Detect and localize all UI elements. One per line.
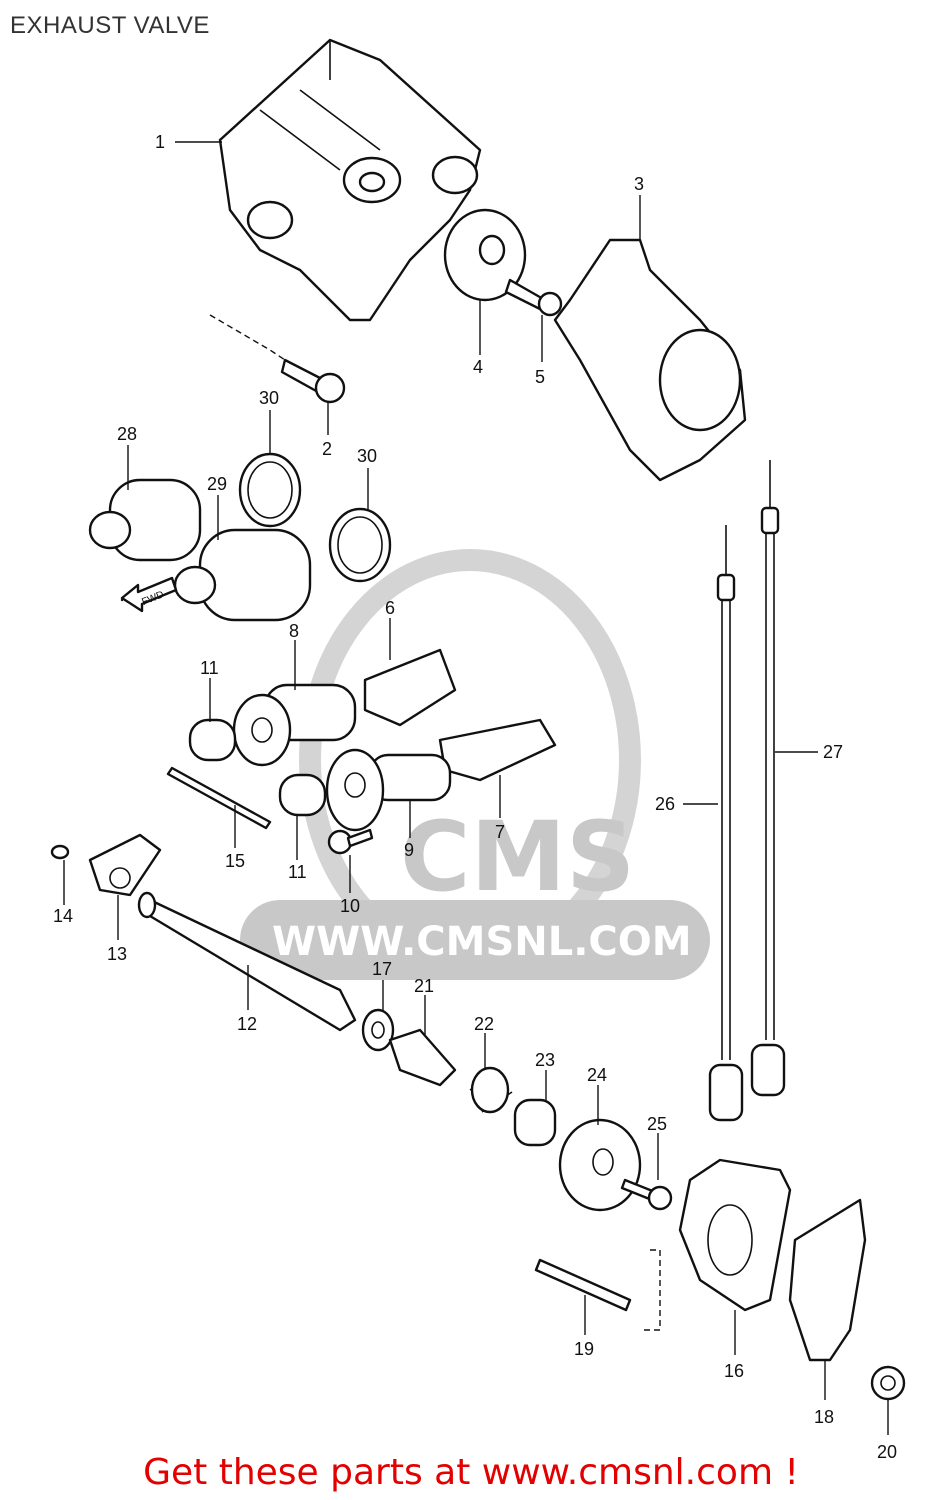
part-27-cable: [750, 460, 786, 1097]
label-part-30b: 30: [357, 446, 377, 466]
label-part-3: 3: [634, 174, 644, 194]
part-15-pin: [166, 766, 272, 830]
part-26-cable: [708, 525, 744, 1122]
part-11-bushings: [188, 718, 327, 817]
part-16-bracket: [678, 1158, 792, 1312]
label-part-2: 2: [322, 439, 332, 459]
part-7-9-valve-shaft: [325, 718, 557, 832]
page-title: EXHAUST VALVE: [10, 12, 210, 39]
label-part-19: 19: [574, 1339, 594, 1359]
label-part-23: 23: [535, 1050, 555, 1070]
part-21-plate: [388, 1028, 457, 1087]
label-part-12: 12: [237, 1014, 257, 1034]
fwd-arrow-icon: FWD: [120, 576, 178, 613]
label-part-16: 16: [724, 1361, 744, 1381]
label-part-29: 29: [207, 474, 227, 494]
label-part-28: 28: [117, 424, 137, 444]
footer-link[interactable]: Get these parts at www.cmsnl.com !: [143, 1452, 799, 1493]
part-18-cover: [788, 1198, 867, 1362]
label-part-5: 5: [535, 367, 545, 387]
part-5-screw: [504, 278, 563, 317]
label-part-13: 13: [107, 944, 127, 964]
part-4-pulley: [443, 208, 527, 302]
label-part-9: 9: [404, 840, 414, 860]
part-2-bolt: [280, 358, 346, 404]
label-part-11b: 11: [288, 862, 307, 882]
watermark: CMS WWW.CMSNL.COM: [240, 549, 710, 980]
part-17-washer: [361, 1008, 395, 1052]
watermark-url-band: [240, 900, 710, 980]
label-part-6: 6: [385, 598, 395, 618]
watermark-url: WWW.CMSNL.COM: [272, 919, 692, 965]
watermark-brand: CMS: [400, 801, 635, 913]
label-part-22: 22: [474, 1014, 494, 1034]
label-part-18: 18: [814, 1407, 834, 1427]
label-part-30a: 30: [259, 388, 279, 408]
part-6-8-valve-shaft: [232, 648, 457, 767]
label-part-8: 8: [289, 621, 299, 641]
part-25-screw: [620, 1178, 673, 1211]
label-part-20: 20: [877, 1442, 897, 1462]
label-part-1: 1: [155, 132, 165, 152]
part-19-stud: [534, 1258, 632, 1312]
label-part-17: 17: [372, 959, 392, 979]
part-28-valve: [88, 478, 202, 562]
label-part-4: 4: [473, 357, 483, 377]
label-part-26: 26: [655, 794, 675, 814]
part-14-nut: [50, 844, 70, 860]
part-labels: 1 2 3 4 5 6 7 8 9 10 11 11 12 13 14 15 1…: [53, 132, 897, 1462]
part-13-lever: [88, 833, 162, 897]
label-part-7: 7: [495, 822, 505, 842]
part-10-screw: [327, 828, 374, 855]
part-30-orings: [238, 452, 392, 583]
label-part-24: 24: [587, 1065, 607, 1085]
part-24-pulley: [558, 1118, 642, 1212]
label-part-21: 21: [414, 976, 434, 996]
label-part-15: 15: [225, 851, 245, 871]
label-part-25: 25: [647, 1114, 667, 1134]
part-23-collar: [513, 1098, 557, 1147]
label-part-14: 14: [53, 906, 73, 926]
label-part-27: 27: [823, 742, 843, 762]
label-part-11a: 11: [200, 658, 219, 678]
leader-lines: [63, 141, 889, 1435]
part-1-housing: [218, 38, 482, 322]
part-3-cover: [553, 238, 747, 482]
part-20-nut: [870, 1365, 906, 1401]
part-22-spring: [469, 1066, 513, 1114]
label-part-10: 10: [340, 896, 360, 916]
